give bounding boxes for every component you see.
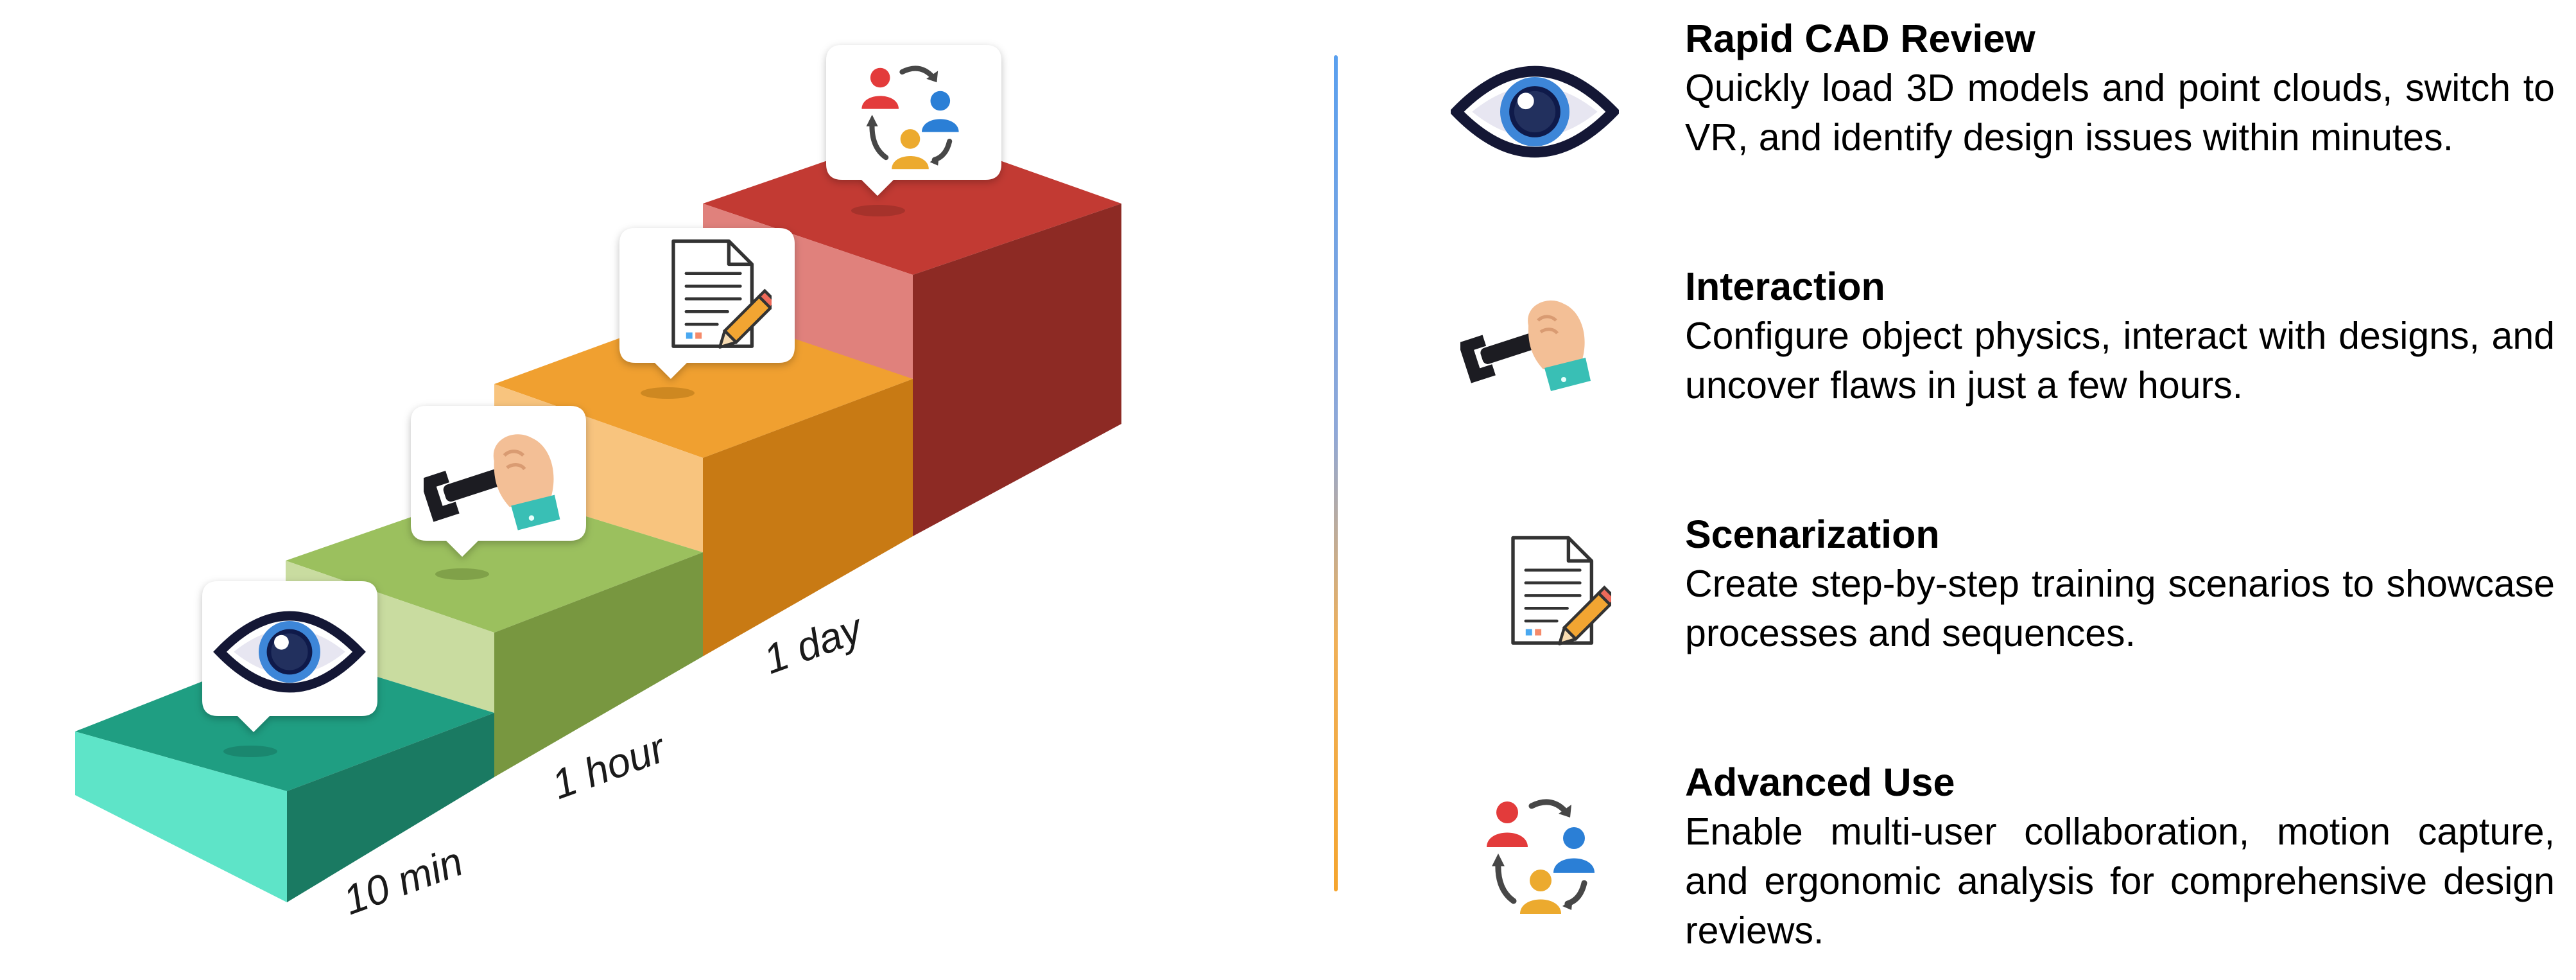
feature-description: Quickly load 3D models and point clouds,… — [1685, 67, 2555, 159]
step-bubble-advanced-use — [826, 45, 1001, 196]
eye-icon — [1451, 54, 1619, 170]
feature-description: Enable multi-user collaboration, motion … — [1685, 810, 2555, 952]
vertical-divider — [1334, 55, 1338, 891]
feature-title: Advanced Use — [1685, 760, 1955, 804]
feature-description: Create step-by-step training scenarios t… — [1685, 563, 2555, 654]
feature-title: Scenarization — [1685, 512, 1940, 556]
step-label-1-hour: 1 hour — [546, 724, 673, 809]
step-label-1-day: 1 day — [757, 604, 870, 683]
step-bubble-scenarization — [619, 228, 795, 379]
step-block-scenarization — [494, 308, 913, 656]
step-block-rapid-cad-review — [75, 649, 494, 902]
feature-description: Configure object physics, interact with … — [1685, 315, 2555, 407]
feature-title: Interaction — [1685, 265, 1885, 308]
step-bubble-interaction — [411, 406, 586, 557]
wrench-hand-icon — [1460, 286, 1603, 395]
timeline-staircase: 10 min 1 hour 1 day — [75, 45, 1121, 923]
step-bubble-rapid-cad-review — [202, 581, 377, 732]
document-pencil-icon — [1496, 534, 1611, 650]
feature-title: Rapid CAD Review — [1685, 17, 2036, 60]
collaboration-users-icon — [1476, 787, 1605, 915]
